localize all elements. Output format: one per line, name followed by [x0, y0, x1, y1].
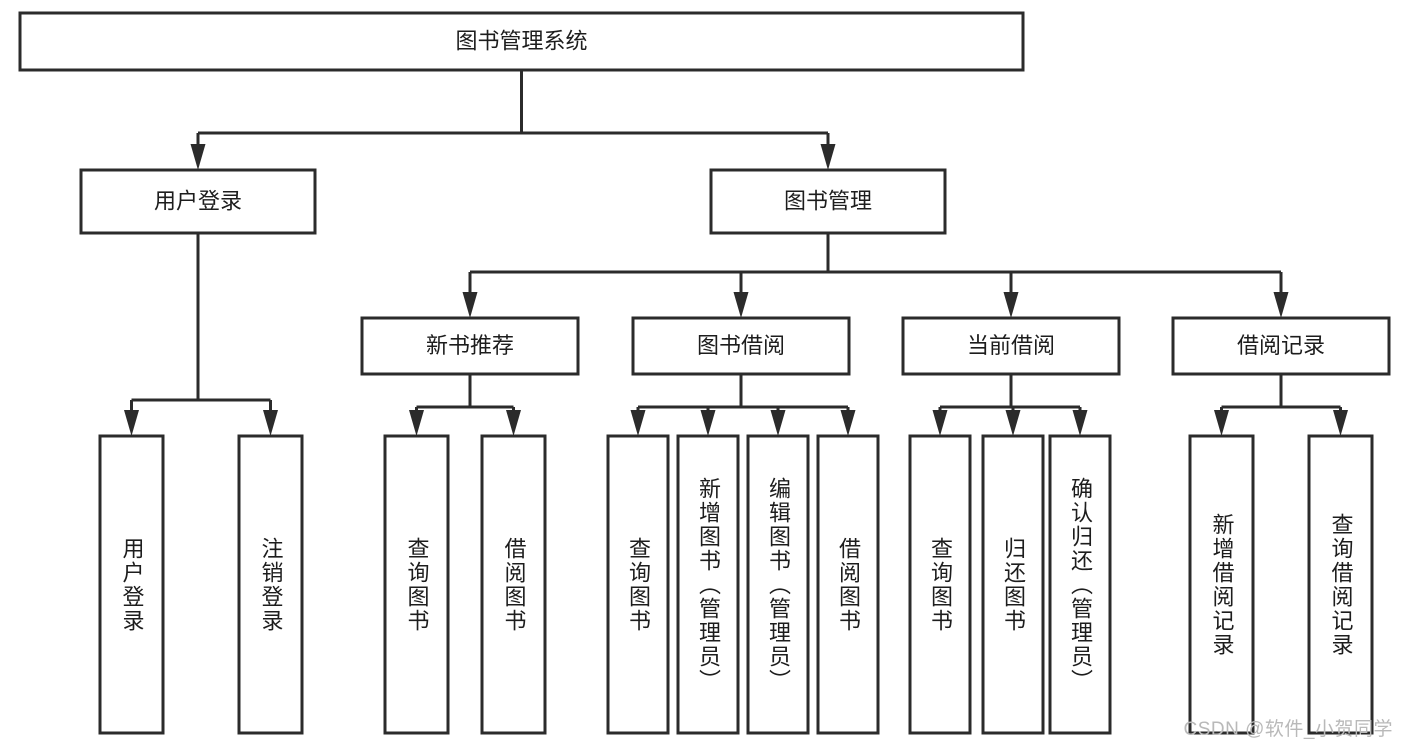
arrow-head-icon [1273, 292, 1289, 318]
node-box-leaf-add-book-admin[interactable] [676, 434, 740, 735]
node-box-leaf-user-login[interactable] [98, 434, 165, 735]
node-label-root: 图书管理系统 [455, 28, 587, 53]
connectors-layer [124, 70, 1348, 436]
arrow-head-icon [1005, 410, 1021, 436]
node-box-leaf-query-book[interactable] [606, 434, 670, 735]
node-box-root[interactable] [18, 11, 1025, 72]
node-box-book-borrow[interactable] [631, 316, 851, 376]
node-box-leaf-borrow-book-rec[interactable] [480, 434, 547, 735]
arrow-head-icon [700, 410, 716, 436]
node-box-leaf-confirm-return[interactable] [1048, 434, 1112, 735]
node-label-book-borrow: 图书借阅 [697, 333, 785, 358]
arrow-head-icon [263, 410, 278, 436]
node-box-leaf-query-borrow-rec[interactable] [1307, 434, 1374, 735]
node-box-leaf-edit-book-admin[interactable] [746, 434, 810, 735]
node-box-leaf-add-borrow-rec[interactable] [1188, 434, 1255, 735]
arrow-head-icon [462, 292, 478, 318]
node-label-current-borrow: 当前借阅 [967, 333, 1055, 358]
arrow-head-icon [840, 410, 856, 436]
node-label-book-manage: 图书管理 [784, 188, 872, 213]
node-label-new-book-rec: 新书推荐 [426, 333, 514, 358]
arrow-head-icon [932, 410, 948, 436]
node-box-user-login[interactable] [79, 168, 317, 235]
arrow-head-icon [409, 410, 424, 436]
arrow-head-icon [506, 410, 521, 436]
arrow-head-icon [733, 292, 749, 318]
node-box-new-book-rec[interactable] [360, 316, 580, 376]
node-box-leaf-query-book-cur[interactable] [908, 434, 972, 735]
arrow-head-icon [630, 410, 646, 436]
arrow-head-icon [1003, 292, 1019, 318]
arrow-head-icon [190, 144, 206, 170]
node-box-book-manage[interactable] [709, 168, 947, 235]
node-box-borrow-record[interactable] [1171, 316, 1391, 376]
arrow-head-icon [820, 144, 836, 170]
arrow-head-icon [124, 410, 139, 436]
arrow-head-icon [1214, 410, 1229, 436]
node-box-leaf-user-logout[interactable] [237, 434, 304, 735]
node-box-leaf-borrow-book[interactable] [816, 434, 880, 735]
node-box-current-borrow[interactable] [901, 316, 1121, 376]
boxes-layer [18, 11, 1391, 735]
arrow-head-icon [1072, 410, 1088, 436]
arrow-head-icon [770, 410, 786, 436]
arrow-head-icon [1333, 410, 1348, 436]
node-label-borrow-record: 借阅记录 [1237, 333, 1325, 358]
node-box-leaf-return-book[interactable] [981, 434, 1045, 735]
node-box-leaf-query-book-rec[interactable] [383, 434, 450, 735]
watermark: CSDN @软件_小贺同学 [1183, 719, 1393, 740]
node-label-user-login: 用户登录 [154, 188, 242, 213]
